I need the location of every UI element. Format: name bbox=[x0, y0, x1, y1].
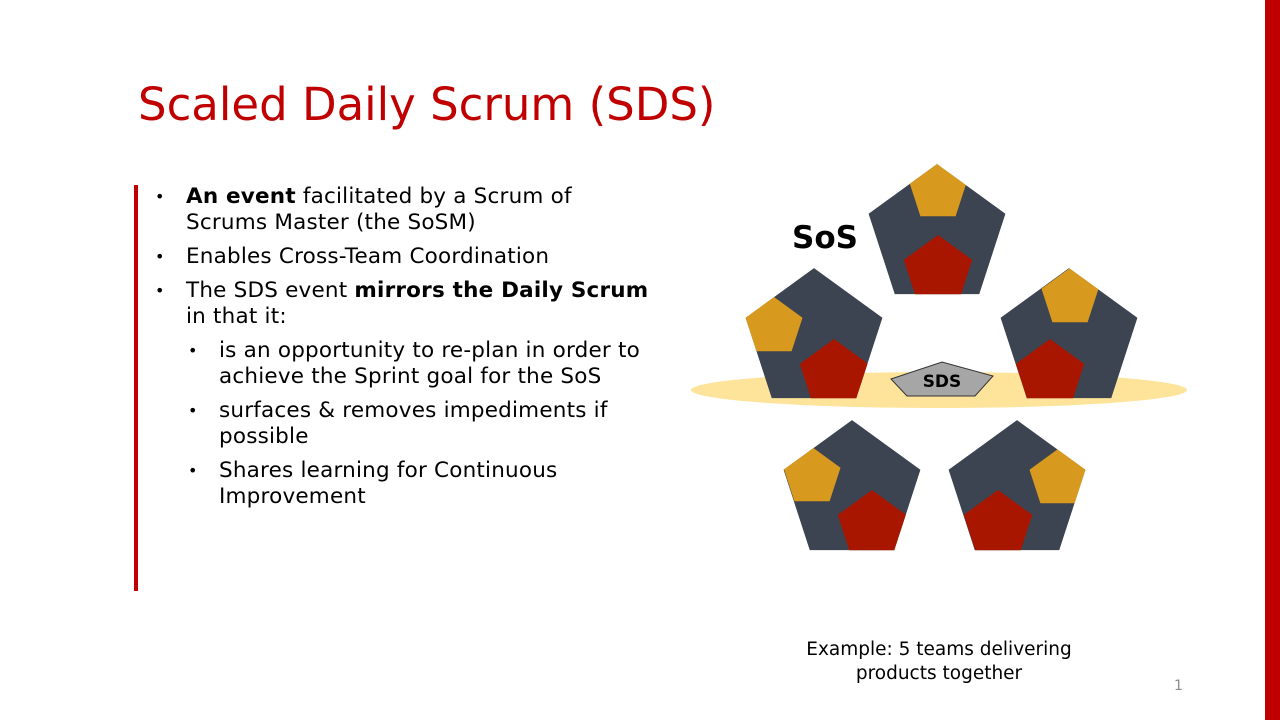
orange-pentagon bbox=[745, 297, 803, 352]
red-pentagon bbox=[1015, 339, 1085, 399]
sub-bullet-item: Shares learning for Continuous Improveme… bbox=[155, 458, 655, 510]
team-pentagon bbox=[745, 268, 883, 399]
orange-pentagon bbox=[1029, 449, 1086, 504]
bullet-list: An event facilitated by a Scrum of Scrum… bbox=[155, 184, 655, 518]
sds-label: SDS bbox=[923, 372, 962, 392]
team-pentagon bbox=[948, 420, 1086, 551]
diagram-caption: Example: 5 teams delivering products tog… bbox=[806, 639, 1072, 684]
sds-hexagon bbox=[890, 361, 994, 397]
slide-title: Scaled Daily Scrum (SDS) bbox=[138, 78, 716, 131]
page-number: 1 bbox=[1174, 678, 1183, 694]
orange-pentagon bbox=[909, 164, 967, 217]
sos-label: SoS bbox=[792, 220, 858, 256]
team-pentagon bbox=[783, 420, 921, 551]
sub-bullet-item: surfaces & removes impediments if possib… bbox=[155, 398, 655, 450]
accent-bar bbox=[134, 185, 138, 591]
red-pentagon bbox=[903, 235, 973, 295]
accent-strip bbox=[1265, 0, 1280, 720]
sub-bullet-item: is an opportunity to re-plan in order to… bbox=[155, 338, 655, 390]
bullet-item: An event facilitated by a Scrum of Scrum… bbox=[155, 184, 655, 236]
team-pentagon bbox=[1000, 268, 1138, 399]
orange-pentagon bbox=[783, 447, 841, 502]
orange-pentagon bbox=[1041, 268, 1099, 323]
red-pentagon bbox=[963, 490, 1033, 551]
bullet-item: Enables Cross-Team Coordination bbox=[155, 244, 655, 270]
team-pentagon bbox=[868, 164, 1006, 295]
red-pentagon bbox=[837, 490, 907, 551]
bullet-item: The SDS event mirrors the Daily Scrum in… bbox=[155, 278, 655, 330]
red-pentagon bbox=[799, 339, 869, 399]
